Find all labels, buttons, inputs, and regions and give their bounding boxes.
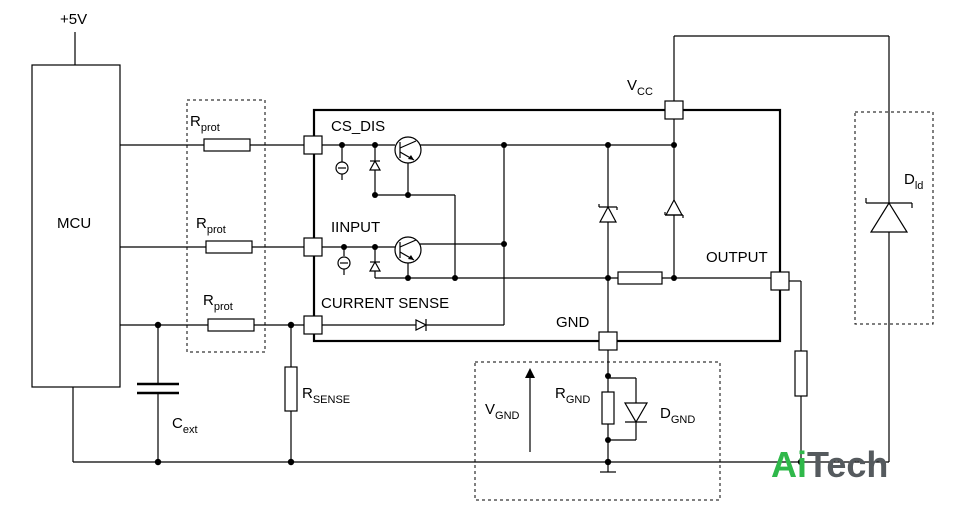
ic-box: [312, 108, 782, 343]
current-sense-label: CURRENT SENSE: [321, 295, 449, 312]
rgnd-resistor: [601, 391, 615, 425]
dgnd-diode-icon: [623, 402, 649, 424]
rprot-label-2: Rprot: [196, 215, 226, 236]
zener-diode-icon: [599, 205, 617, 223]
watermark-logo: AiTech: [771, 444, 888, 485]
dld-label: Dld: [904, 171, 923, 192]
rgnd-label: RGND: [555, 385, 590, 406]
rsense-resistor: [284, 366, 298, 412]
mcu-label: MCU: [57, 215, 91, 232]
rprot-resistor-3: [207, 318, 255, 332]
cs-dis-pin: [303, 135, 323, 155]
node-dot: [405, 192, 411, 198]
transistor-icon: [394, 236, 422, 264]
node-dot: [605, 437, 611, 443]
load-resistor: [794, 350, 808, 397]
rprot-resistor-2: [205, 240, 253, 254]
supply-label: +5V: [60, 11, 87, 28]
vcc-pin: [664, 100, 684, 120]
dld-dashed-box: [854, 111, 934, 325]
current-sense-pin: [303, 315, 323, 335]
dgnd-label: DGND: [660, 405, 695, 426]
mcu-box: [31, 64, 121, 388]
input-pin: [303, 237, 323, 257]
node-dot: [405, 275, 411, 281]
dld-diode-icon: [869, 201, 909, 233]
gnd-network-dashed-box: [474, 361, 721, 501]
rprot-dashed-box: [186, 99, 266, 353]
gnd-pin: [598, 331, 618, 351]
output-pin: [770, 271, 790, 291]
rprot-label-3: Rprot: [203, 292, 233, 313]
vcc-label: VCC: [627, 77, 653, 98]
output-label: OUTPUT: [706, 249, 768, 266]
rprot-label-1: Rprot: [190, 113, 220, 134]
zener-diode-icon: [368, 260, 382, 272]
output-resistor: [617, 271, 663, 285]
gnd-label: GND: [556, 314, 590, 331]
transistor-icon: [394, 136, 422, 164]
rsense-label: RSENSE: [302, 385, 350, 406]
cs-dis-label: CS_DIS: [331, 118, 385, 135]
vgnd-label: VGND: [485, 401, 520, 422]
zener-diode-icon: [368, 159, 382, 171]
cext-label: Cext: [172, 415, 198, 436]
node-dot: [372, 192, 378, 198]
sense-diode-icon: [415, 319, 428, 331]
rprot-resistor-1: [203, 138, 251, 152]
input-label: IINPUT: [331, 219, 380, 236]
